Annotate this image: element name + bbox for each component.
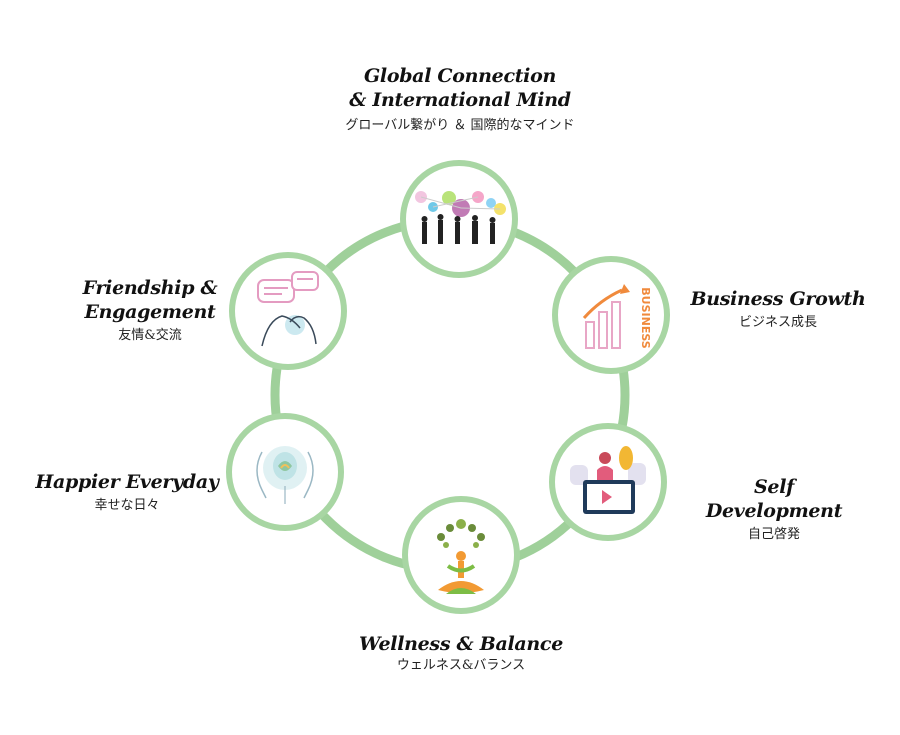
node-happier-everyday (226, 413, 344, 531)
title-happier-everyday: Happier Everyday (35, 471, 219, 493)
node-friendship-engagement (229, 252, 347, 370)
subtitle-happier-everyday: 幸せな日々 (94, 498, 160, 513)
chat-hands-icon (257, 271, 319, 347)
label-wellness-balance: Wellness & Balance ウェルネス&バランス (350, 632, 572, 676)
title-friendship-engagement-line2: Engagement (84, 301, 216, 323)
subtitle-self-development: 自己啓発 (747, 527, 800, 542)
node-global-connection (400, 160, 518, 278)
subtitle-friendship-engagement: 友情&交流 (118, 328, 182, 343)
subtitle-global-connection: グローバル繋がり ＆ 国際的なマインド (345, 118, 575, 133)
tablet-person-icon (570, 446, 646, 514)
node-business-growth: BUSINESS (552, 256, 670, 374)
title-global-connection-line1: Global Connection (363, 65, 556, 87)
title-wellness-balance: Wellness & Balance (359, 633, 563, 655)
head-profiles-icon (256, 446, 314, 504)
subtitle-business-growth: ビジネス成長 (738, 315, 817, 330)
node-wellness-balance (402, 496, 520, 614)
label-friendship-engagement: Friendship & Engagement 友情&交流 (80, 276, 220, 346)
label-happier-everyday: Happier Everyday 幸せな日々 (34, 470, 220, 516)
label-global-connection: Global Connection & International Mind グ… (310, 64, 610, 136)
label-self-development: Self Development 自己啓発 (684, 475, 864, 545)
node-self-development (549, 423, 667, 541)
subtitle-wellness-balance: ウェルネス&バランス (396, 658, 526, 673)
label-business-growth: Business Growth ビジネス成長 (688, 287, 868, 333)
title-self-development: Self Development (705, 476, 843, 522)
yoga-tree-icon (437, 519, 485, 594)
business-chart-icon: BUSINESS (582, 284, 652, 349)
people-network-icon (415, 191, 506, 244)
title-business-growth: Business Growth (690, 288, 866, 310)
title-global-connection-line2: & International Mind (349, 89, 571, 111)
title-friendship-engagement-line1: Friendship & (82, 277, 218, 299)
svg-text:BUSINESS: BUSINESS (639, 287, 652, 348)
